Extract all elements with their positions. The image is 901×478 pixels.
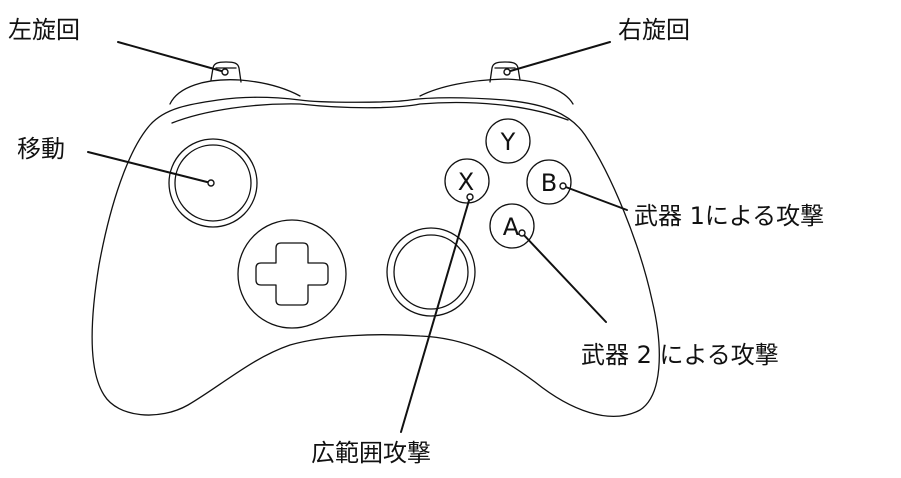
b-button[interactable] bbox=[526, 159, 572, 205]
label-weapon2: 武器 2 による攻撃 bbox=[581, 341, 779, 369]
label-left-turn: 左旋回 bbox=[8, 16, 80, 44]
b-button-label: B bbox=[541, 169, 557, 197]
callout-dot-wide-attack bbox=[466, 193, 474, 201]
callout-wide-attack bbox=[400, 196, 471, 433]
y-button[interactable] bbox=[485, 118, 531, 164]
callout-dot-weapon2 bbox=[518, 229, 526, 237]
a-button-label: A bbox=[503, 213, 520, 241]
left-bumper bbox=[169, 79, 301, 105]
a-button[interactable] bbox=[489, 203, 535, 249]
callout-dot-weapon1 bbox=[559, 182, 567, 190]
callout-dot-move bbox=[207, 179, 215, 187]
label-weapon1: 武器 1による攻撃 bbox=[634, 202, 825, 230]
x-button-label: X bbox=[458, 168, 474, 196]
label-wide-attack: 広範囲攻撃 bbox=[311, 439, 431, 467]
dpad-ring bbox=[237, 219, 347, 329]
left-stick-inner bbox=[174, 144, 252, 222]
controller-body bbox=[91, 96, 660, 417]
right-trigger bbox=[489, 61, 521, 83]
callout-dot-right-turn bbox=[503, 68, 511, 76]
callout-weapon2 bbox=[521, 232, 607, 323]
body-top-contour bbox=[171, 101, 569, 124]
x-button[interactable] bbox=[444, 158, 490, 204]
right-stick-inner bbox=[393, 234, 469, 310]
label-right-turn: 右旋回 bbox=[618, 16, 690, 44]
callout-right-turn bbox=[506, 41, 611, 73]
left-trigger bbox=[210, 61, 242, 83]
right-bumper bbox=[419, 78, 574, 105]
left-stick-outer bbox=[168, 138, 258, 228]
y-button-label: Y bbox=[500, 128, 516, 156]
dpad-cross bbox=[255, 242, 329, 306]
callout-move bbox=[87, 151, 212, 184]
callout-left-turn bbox=[117, 41, 226, 73]
right-stick-outer bbox=[386, 227, 476, 317]
callout-dot-left-turn bbox=[221, 68, 229, 76]
label-move: 移動 bbox=[17, 135, 65, 163]
callout-weapon1 bbox=[562, 185, 628, 211]
